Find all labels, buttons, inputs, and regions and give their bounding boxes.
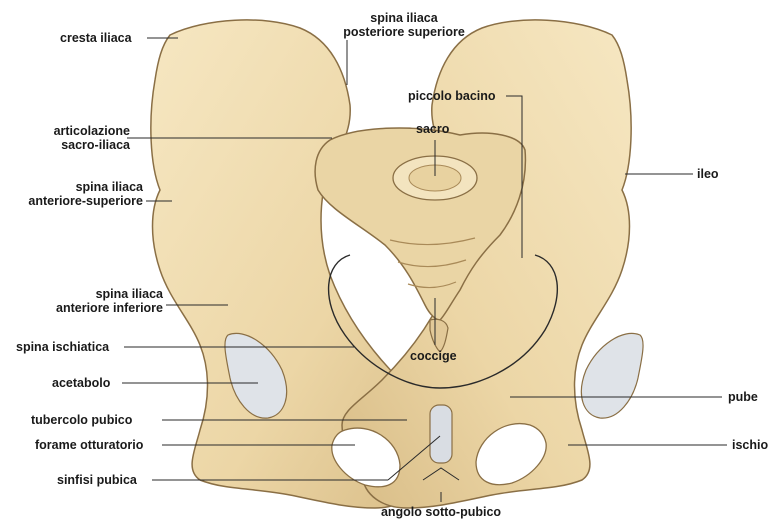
label-ileo: ileo — [697, 167, 719, 181]
label-spina-ant-inf-line1: spina iliaca — [0, 287, 163, 301]
label-acetabolo: acetabolo — [52, 376, 110, 390]
right-acetabulum — [581, 333, 643, 418]
label-spina-posteriore-line1: spina iliaca — [334, 11, 474, 25]
label-cresta-iliaca: cresta iliaca — [60, 31, 132, 45]
label-spina-ant-inf-line2: anteriore inferiore — [0, 301, 163, 315]
label-piccolo-bacino: piccolo bacino — [408, 89, 496, 103]
label-coccige: coccige — [410, 349, 457, 363]
label-spina-ischiatica: spina ischiatica — [16, 340, 109, 354]
label-spina-posteriore-line2: posteriore superiore — [334, 25, 474, 39]
label-pube: pube — [728, 390, 758, 404]
label-spina-ant-sup-line1: spina iliaca — [0, 180, 143, 194]
label-forame-otturatorio: forame otturatorio — [35, 438, 143, 452]
label-articolazione-line2: sacro-iliaca — [10, 138, 130, 152]
label-sinfisi-pubica: sinfisi pubica — [57, 473, 137, 487]
label-tubercolo-pubico: tubercolo pubico — [31, 413, 132, 427]
label-ischio: ischio — [732, 438, 768, 452]
label-spina-ant-sup-line2: anteriore-superiore — [0, 194, 143, 208]
label-articolazione-line1: articolazione — [10, 124, 130, 138]
pubic-symphysis — [430, 405, 452, 463]
label-sacro: sacro — [416, 122, 449, 136]
label-angolo-sotto-pubico: angolo sotto-pubico — [366, 505, 516, 519]
